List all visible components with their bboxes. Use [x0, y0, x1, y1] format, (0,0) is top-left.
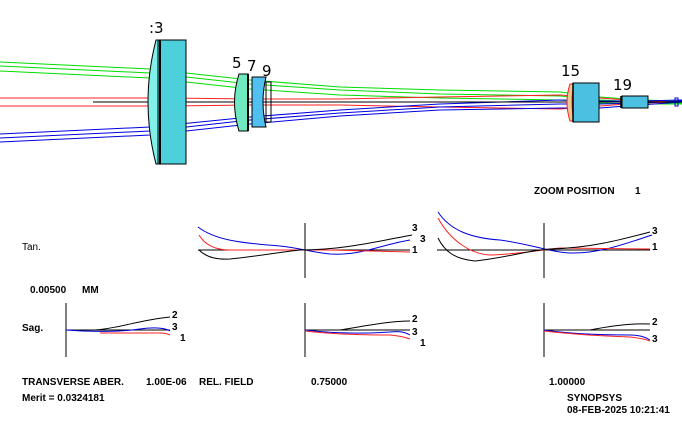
transverse-aber-value: 1.00E-06: [146, 377, 187, 388]
element-label-3: :3: [149, 19, 164, 37]
zoom-position-label: ZOOM POSITION: [534, 186, 615, 197]
element-label-5: 5: [232, 54, 242, 72]
rel-field-label: REL. FIELD: [199, 377, 254, 388]
scale-unit: MM: [82, 285, 99, 296]
element-label-15: 15: [561, 62, 581, 80]
sag-curve-red: [304, 330, 411, 340]
sag-curve-black: [66, 316, 171, 331]
curve-label: 2: [172, 310, 178, 321]
scale-value: 0.00500: [30, 285, 67, 296]
curve-label: 1: [652, 242, 658, 253]
timestamp: 08-FEB-2025 10:21:41: [567, 405, 670, 416]
curve-label: 1: [412, 245, 418, 256]
sag-label: Sag.: [22, 323, 44, 334]
tan-curve-red: [198, 234, 411, 253]
sag-curve-blue: [304, 329, 411, 336]
lens-element-15-block: [572, 82, 600, 123]
element-label-19: 19: [613, 76, 633, 94]
zoom-position-value: 1: [635, 186, 641, 197]
tan-curves-mid: [197, 226, 413, 260]
tan-curve-black: [198, 234, 413, 260]
tan-label: Tan.: [22, 242, 41, 253]
curve-label: 2: [412, 314, 418, 325]
sag-curves-right: [543, 323, 651, 342]
sag-curve-black: [305, 320, 411, 331]
curve-label: 3: [652, 334, 658, 345]
sag-curve-red: [543, 330, 651, 342]
tan-curves-right: [437, 211, 653, 262]
curve-label: 2: [652, 317, 658, 328]
aberration-axes: [65, 223, 650, 357]
curve-label: 3: [420, 234, 426, 245]
sag-curve-blue: [65, 327, 171, 332]
curve-label: 1: [180, 333, 186, 344]
lens-element-9: [265, 81, 272, 123]
field-value-mid: 0.75000: [311, 377, 348, 388]
curve-label: 1: [420, 338, 426, 349]
merit-value: Merit = 0.0324181: [22, 393, 105, 404]
lens-element-19: [621, 95, 649, 109]
sag-curves-left: [65, 316, 171, 336]
sag-curve-red: [100, 332, 171, 336]
lens-element-3-block: [157, 39, 187, 165]
tan-curve-black: [437, 231, 651, 262]
field-value-right: 1.00000: [549, 377, 586, 388]
sag-curve-blue: [543, 329, 651, 341]
transverse-aber-label: TRANSVERSE ABER.: [22, 377, 124, 388]
curve-label: 3: [412, 327, 418, 338]
curve-label: 3: [172, 322, 178, 333]
sag-curve-black: [544, 323, 651, 331]
curve-label: 3: [412, 223, 418, 234]
element-label-9: 9: [262, 62, 272, 80]
image-plane: [674, 97, 679, 107]
sag-curves-mid: [304, 320, 411, 340]
brand-label: SYNOPSYS: [567, 393, 623, 404]
lens-element-7: [251, 76, 267, 128]
curve-label: 3: [652, 226, 658, 237]
tan-curve-blue: [437, 211, 653, 254]
element-label-7: 7: [247, 57, 257, 75]
lens-element-5: [234, 73, 249, 132]
